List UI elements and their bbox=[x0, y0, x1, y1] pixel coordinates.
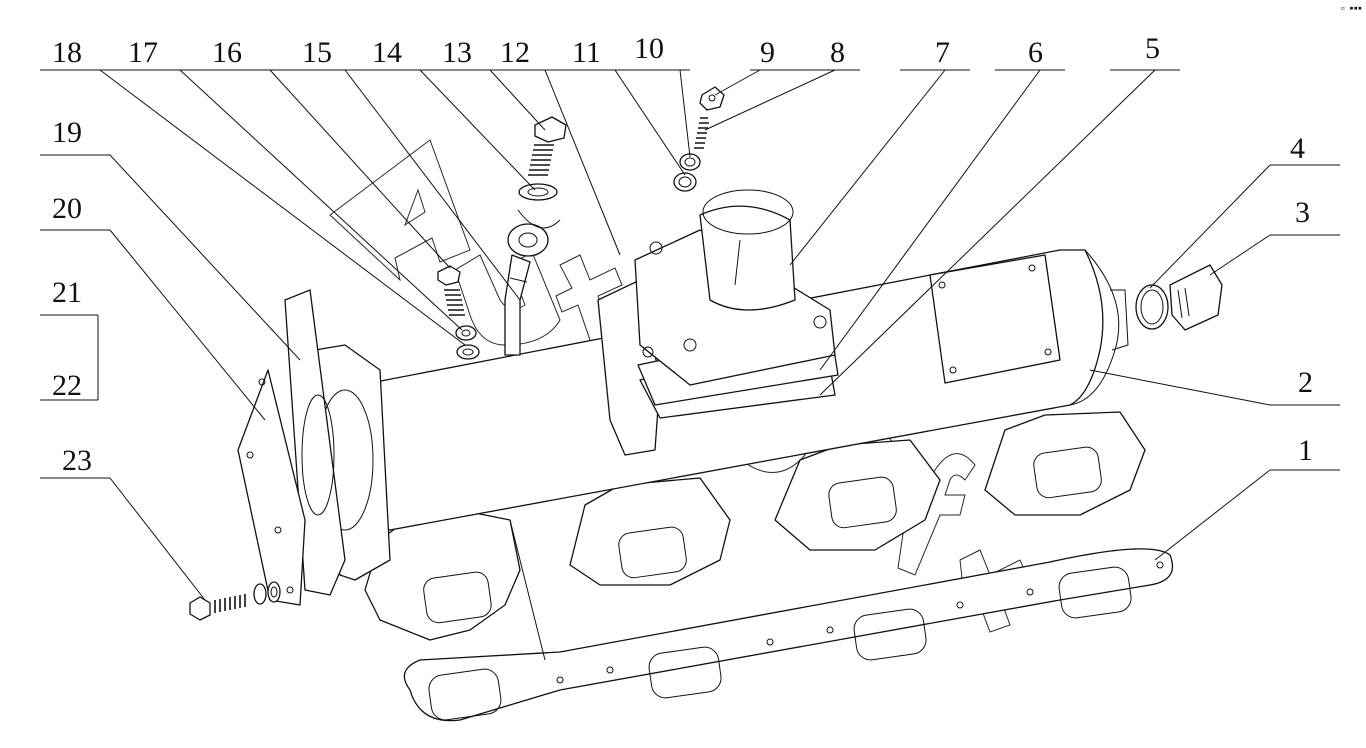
corner-mark: ▫ ▪▪▪ bbox=[1340, 4, 1362, 12]
callout-6: 6 bbox=[1028, 36, 1043, 69]
callout-15: 15 bbox=[302, 36, 332, 69]
part-3-plug bbox=[1169, 264, 1223, 331]
part-9-nut bbox=[699, 86, 725, 111]
callout-8: 8 bbox=[830, 36, 845, 69]
callout-14: 14 bbox=[372, 36, 402, 69]
part-21-washer bbox=[253, 583, 267, 605]
part-20-cover-plate bbox=[237, 369, 306, 606]
callout-5: 5 bbox=[1145, 32, 1160, 65]
callout-7: 7 bbox=[935, 36, 950, 69]
callout-12: 12 bbox=[500, 36, 530, 69]
part-13-banjo-bolt bbox=[528, 116, 567, 176]
part-23-bolt bbox=[189, 594, 246, 621]
callout-2: 2 bbox=[1298, 366, 1313, 399]
callout-10: 10 bbox=[634, 32, 664, 65]
callout-1: 1 bbox=[1298, 434, 1313, 467]
part-8-stud bbox=[694, 117, 709, 149]
part-22-washer bbox=[267, 581, 281, 603]
callout-18: 18 bbox=[52, 36, 82, 69]
part-7-flange-housing bbox=[634, 189, 839, 419]
part-14-washer bbox=[518, 183, 558, 201]
part-16-bolt bbox=[437, 265, 465, 316]
part-11-washer bbox=[673, 172, 697, 192]
callout-20: 20 bbox=[52, 192, 82, 225]
callout-21: 21 bbox=[52, 276, 82, 309]
callout-17: 17 bbox=[128, 36, 158, 69]
part-18-washer bbox=[456, 344, 480, 360]
callout-22: 22 bbox=[52, 369, 82, 402]
part-17-washer bbox=[455, 325, 477, 341]
part-1-gasket bbox=[403, 548, 1174, 722]
part-4-washer bbox=[1135, 284, 1169, 330]
callout-4: 4 bbox=[1290, 132, 1305, 165]
callout-3: 3 bbox=[1295, 196, 1310, 229]
callout-labels: 18 17 16 15 14 13 12 11 10 9 8 7 6 5 4 3… bbox=[52, 32, 1313, 477]
callout-13: 13 bbox=[442, 36, 472, 69]
callout-23: 23 bbox=[62, 444, 92, 477]
callout-16: 16 bbox=[212, 36, 242, 69]
part-10-washer bbox=[679, 153, 701, 171]
part-15-oil-pipe bbox=[504, 209, 561, 356]
leader-lines bbox=[40, 69, 1340, 661]
callout-19: 19 bbox=[52, 116, 82, 149]
callout-11: 11 bbox=[572, 36, 601, 69]
callout-9: 9 bbox=[760, 36, 775, 69]
